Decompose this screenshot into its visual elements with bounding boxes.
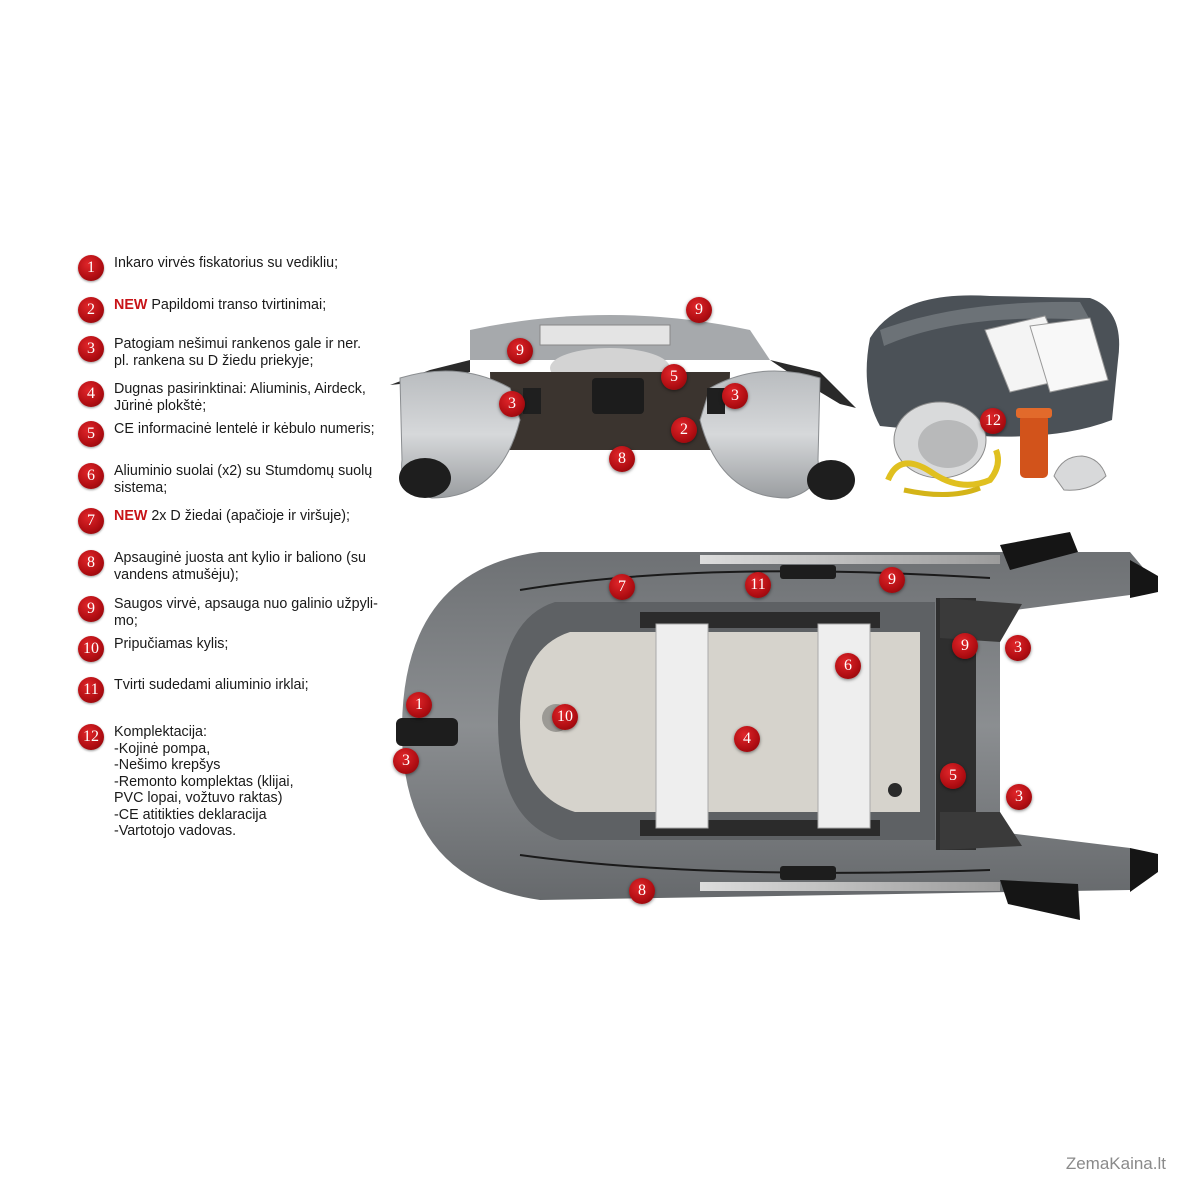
legend-item-12: 12 Komplektacija: -Kojinė pompa, -Nešimo…: [78, 724, 418, 840]
legend-text: Komplektacija: -Kojinė pompa, -Nešimo kr…: [114, 724, 294, 839]
number-badge: 8: [78, 550, 104, 576]
top-badge-7: 7: [609, 574, 635, 600]
legend-text: CE informacinė lentelė ir kėbulo numeris…: [114, 421, 375, 437]
top-badge-10: 10: [552, 704, 578, 730]
legend-text: Apsauginė juosta ant kylio ir baliono (s…: [114, 550, 366, 583]
legend-text: Dugnas pasirinktinai: Aliuminis, Airdeck…: [114, 381, 366, 414]
number-badge: 12: [78, 724, 104, 750]
number-badge: 2: [78, 297, 104, 323]
top-badge-3-stern-bottom: 3: [1006, 784, 1032, 810]
legend-item-6: 6 Aliuminio suolai (x2) su Stumdomų suol…: [78, 463, 418, 496]
legend-item-4: 4 Dugnas pasirinktinai: Aliuminis, Airde…: [78, 381, 418, 414]
top-badge-6: 6: [835, 653, 861, 679]
number-badge: 3: [78, 336, 104, 362]
legend-text: Saugos virvė, apsauga nuo galinio užpyli…: [114, 596, 378, 629]
rear-badge-9-left: 9: [507, 338, 533, 364]
legend-text: Tvirti sudedami aliuminio irklai;: [114, 677, 309, 693]
kit-badge-12: 12: [980, 408, 1006, 434]
rear-badge-2: 2: [671, 417, 697, 443]
legend-item-8: 8 Apsauginė juosta ant kylio ir baliono …: [78, 550, 418, 583]
new-label: NEW: [114, 508, 148, 524]
top-badge-9-stern: 9: [952, 633, 978, 659]
legend-item-10: 10 Pripučiamas kylis;: [78, 636, 418, 662]
legend-item-3: 3 Patogiam nešimui rankenos gale ir ner.…: [78, 336, 418, 369]
top-badge-3-bow: 3: [393, 748, 419, 774]
watermark: ZemaKaina.lt: [1065, 1154, 1166, 1173]
rear-badge-3-right: 3: [722, 383, 748, 409]
number-badge: 7: [78, 508, 104, 534]
top-badge-11: 11: [745, 572, 771, 598]
top-badge-9-top: 9: [879, 567, 905, 593]
legend-item-1: 1 Inkaro virvės fiskatorius su vedikliu;: [78, 255, 418, 281]
legend-text: Inkaro virvės fiskatorius su vedikliu;: [114, 255, 339, 271]
top-badge-5: 5: [940, 763, 966, 789]
number-badge: 5: [78, 421, 104, 447]
number-badge: 1: [78, 255, 104, 281]
number-badge: 10: [78, 636, 104, 662]
boat-rear-view: [390, 315, 856, 500]
rear-badge-5: 5: [661, 364, 687, 390]
number-badge: 9: [78, 596, 104, 622]
top-badge-3-stern-top: 3: [1005, 635, 1031, 661]
kit-accessories: [866, 295, 1120, 498]
number-badge: 4: [78, 381, 104, 407]
legend-item-11: 11 Tvirti sudedami aliuminio irklai;: [78, 677, 418, 703]
top-badge-8: 8: [629, 878, 655, 904]
legend-text: Aliuminio suolai (x2) su Stumdomų suolų …: [114, 463, 373, 496]
new-label: NEW: [114, 297, 148, 313]
number-badge: 11: [78, 677, 104, 703]
rear-badge-9-top: 9: [686, 297, 712, 323]
legend-text: Pripučiamas kylis;: [114, 636, 229, 652]
rear-badge-3-left: 3: [499, 391, 525, 417]
top-badge-4: 4: [734, 726, 760, 752]
rear-badge-8: 8: [609, 446, 635, 472]
legend-item-5: 5 CE informacinė lentelė ir kėbulo numer…: [78, 421, 418, 447]
top-badge-1: 1: [406, 692, 432, 718]
legend-text: Patogiam nešimui rankenos gale ir ner. p…: [114, 336, 362, 369]
legend-item-9: 9 Saugos virvė, apsauga nuo galinio užpy…: [78, 596, 418, 629]
boat-top-view: [396, 532, 1158, 920]
number-badge: 6: [78, 463, 104, 489]
